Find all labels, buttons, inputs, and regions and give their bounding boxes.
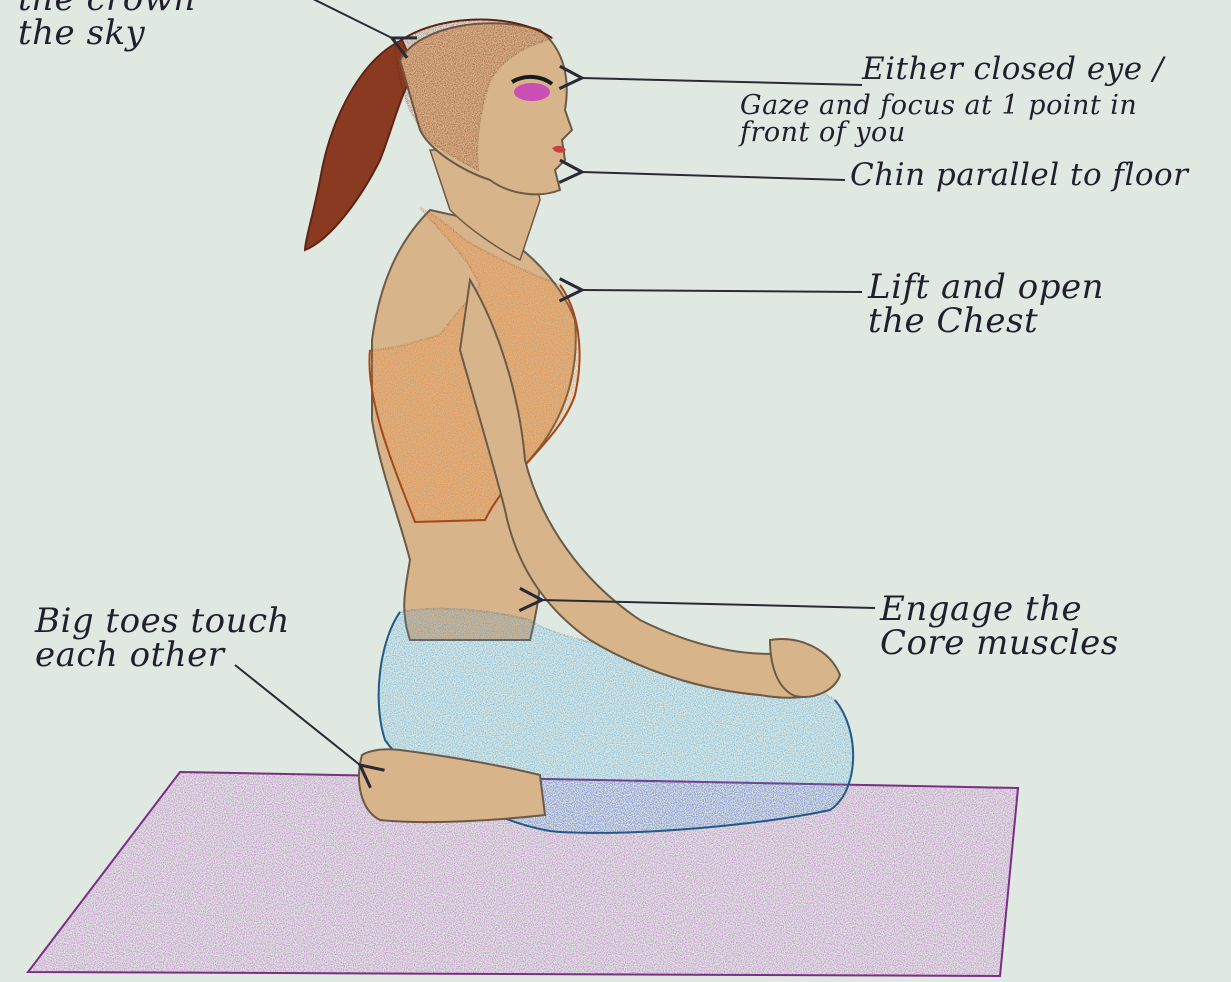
annotation-chin: Chin parallel to floor [850,160,1189,191]
chest-pointer [582,290,862,292]
closed-eye [514,83,550,101]
annotation-crown: the crown the sky [18,0,196,50]
annotation-chest: Lift and open the Chest [868,270,1104,338]
toes-pointer [235,665,360,765]
eyes-pointer [582,78,862,85]
chin-pointer [582,172,845,180]
annotation-core: Engage the Core muscles [880,592,1119,660]
annotation-toes: Big toes touch each other [35,604,290,672]
crown-pointer [305,0,392,38]
annotation-eyes-line1: Either closed eye / [862,54,1164,85]
annotation-eyes-line2: Gaze and focus at 1 point in front of yo… [740,92,1137,146]
